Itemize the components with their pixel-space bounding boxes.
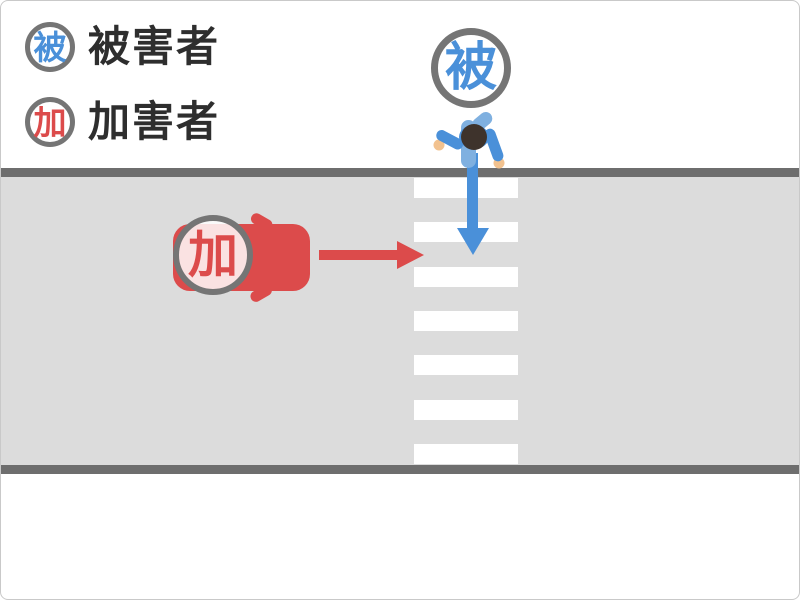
victim-arrow-shaft bbox=[467, 153, 478, 228]
legend-victim-marker-icon: 被 bbox=[25, 22, 75, 72]
crosswalk-stripe bbox=[414, 311, 518, 331]
offender-badge-label: 加 bbox=[188, 227, 238, 283]
legend-victim-label: 被害者 bbox=[88, 23, 221, 70]
legend-offender-marker: 加 bbox=[33, 103, 67, 141]
legend-victim-marker: 被 bbox=[33, 28, 67, 66]
offender-badge: 加 bbox=[173, 215, 253, 295]
legend-offender-marker-icon: 加 bbox=[25, 97, 75, 147]
offender-arrow-icon bbox=[397, 241, 424, 269]
legend-offender-label: 加害者 bbox=[88, 98, 221, 145]
crosswalk bbox=[414, 178, 518, 464]
crosswalk-stripe bbox=[414, 267, 518, 287]
offender-arrow-shaft bbox=[319, 250, 398, 260]
crosswalk-stripe bbox=[414, 444, 518, 464]
road-edge-top bbox=[1, 168, 799, 177]
victim-arrow-icon bbox=[457, 228, 489, 255]
pedestrian-svg bbox=[433, 111, 505, 169]
victim-badge: 被 bbox=[431, 28, 511, 108]
crosswalk-stripe bbox=[414, 400, 518, 420]
victim-badge-label: 被 bbox=[444, 39, 497, 97]
crosswalk-stripe bbox=[414, 178, 518, 198]
pedestrian-icon bbox=[429, 107, 509, 173]
road-edge-bottom bbox=[1, 465, 799, 474]
road bbox=[1, 168, 799, 474]
crosswalk-stripe bbox=[414, 355, 518, 375]
